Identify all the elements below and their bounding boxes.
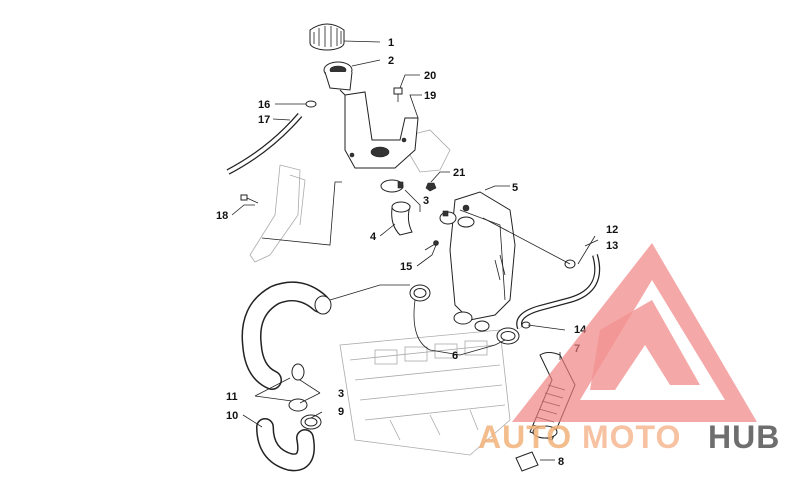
callout-13: 13 — [606, 240, 618, 252]
callout-4: 4 — [370, 231, 377, 243]
callout-1: 1 — [388, 37, 394, 49]
coolant-hose-11 — [241, 281, 332, 390]
hose-fitting-8 — [515, 451, 539, 472]
automotohub-watermark: AUTO MOTO HUB — [478, 243, 780, 455]
callout-3-upper: 3 — [423, 195, 429, 207]
filler-cap — [309, 23, 345, 51]
watermark-moto: MOTO — [582, 419, 681, 455]
callout-6: 6 — [452, 350, 458, 362]
elbow-hose — [391, 201, 413, 236]
hose-clamp-3-lower — [288, 363, 308, 412]
callout-labels: 1 2 20 19 16 17 21 5 18 3 4 12 13 15 14 … — [216, 37, 618, 468]
callout-8: 8 — [558, 456, 564, 468]
coolant-reservoir — [449, 191, 516, 321]
callout-17: 17 — [258, 114, 270, 126]
callout-12: 12 — [606, 224, 618, 236]
nut-21 — [425, 182, 437, 192]
callout-20: 20 — [424, 70, 436, 82]
hose-clamp-3-upper — [439, 210, 457, 225]
hose-clamp-9 — [300, 414, 322, 430]
hose-clamp-upper — [380, 179, 404, 193]
reservoir-outlets — [453, 311, 490, 332]
callout-9: 9 — [338, 406, 344, 418]
watermark-hub: HUB — [708, 419, 780, 455]
vent-hose — [226, 113, 303, 175]
hose-clamp-6-left — [409, 284, 431, 302]
coolant-hose-10 — [256, 418, 315, 472]
screw-15 — [424, 240, 439, 251]
leader-lines — [231, 40, 599, 461]
hose-clamp-16 — [305, 100, 317, 108]
callout-19: 19 — [424, 90, 436, 102]
callout-18: 18 — [216, 210, 228, 222]
screw-18 — [240, 194, 259, 204]
callout-21: 21 — [453, 167, 465, 179]
callout-15: 15 — [400, 261, 412, 273]
mounting-bracket — [344, 91, 419, 169]
watermark-inner-mark — [590, 300, 700, 390]
callout-3-lower: 3 — [338, 388, 344, 400]
watermark-auto: AUTO — [478, 419, 572, 455]
callout-10: 10 — [226, 410, 238, 422]
hose-clamp-6-right — [496, 327, 520, 345]
callout-5: 5 — [512, 182, 518, 194]
callout-2: 2 — [388, 55, 394, 67]
bolt-20 — [393, 87, 403, 102]
callout-11: 11 — [226, 391, 238, 403]
callout-16: 16 — [258, 99, 270, 111]
watermark-triangle — [512, 243, 757, 422]
overflow-tube — [516, 254, 601, 330]
